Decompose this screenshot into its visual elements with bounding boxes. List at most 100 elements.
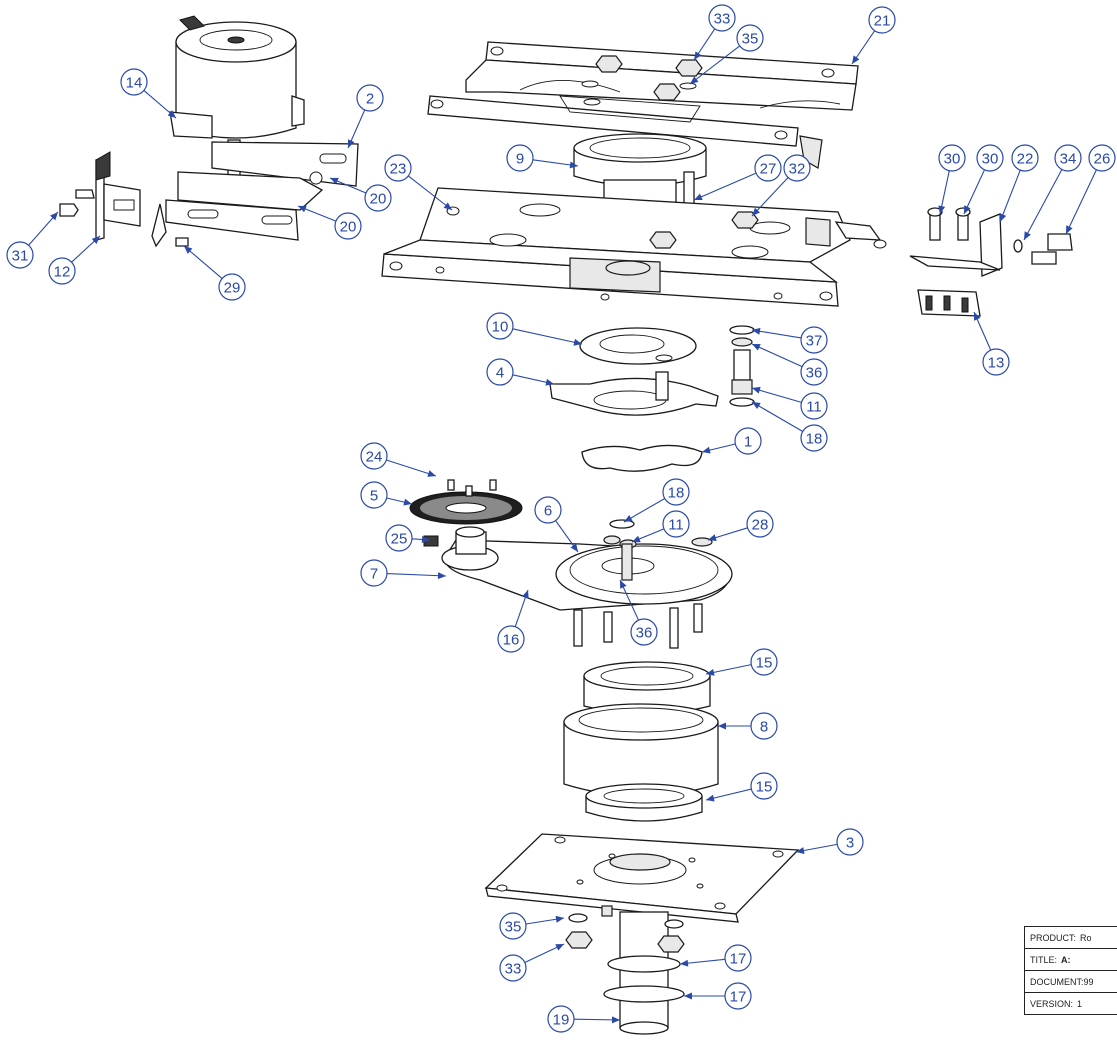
- balloon-label: 33: [505, 961, 522, 978]
- balloon-label: 3: [846, 835, 854, 852]
- leader-line: [407, 175, 453, 211]
- leader-arrowhead: [555, 915, 564, 923]
- leader-arrowhead: [708, 534, 717, 541]
- main-plate-part: [381, 187, 887, 307]
- version-value: 1: [1077, 998, 1083, 1009]
- balloon-28: 28: [746, 510, 774, 538]
- balloon-9: 9: [506, 144, 534, 172]
- nut-group-top: [581, 55, 703, 106]
- balloon-15: 15: [750, 772, 778, 800]
- balloon-label: 20: [370, 191, 387, 208]
- balloon-label: 28: [752, 517, 769, 534]
- leader-arrowhead: [690, 76, 699, 84]
- balloon-17: 17: [724, 982, 752, 1010]
- leader-arrowhead: [330, 177, 339, 185]
- leader-line: [386, 459, 437, 477]
- balloon-label: 27: [760, 161, 777, 178]
- balloon-label: 30: [944, 151, 961, 168]
- balloon-label: 20: [340, 219, 357, 236]
- balloon-32: 32: [783, 154, 811, 182]
- balloon-2: 2: [356, 84, 384, 112]
- leader-arrowhead: [964, 205, 971, 214]
- title-block-document-row: DOCUMENT: 99: [1025, 971, 1117, 993]
- version-label: VERSION:: [1030, 998, 1074, 1009]
- switch-bracket-part: [909, 207, 1073, 317]
- balloon-10: 10: [486, 312, 514, 340]
- leader-arrowhead: [570, 543, 578, 552]
- housing-8-part: [563, 703, 719, 797]
- balloon-label: 7: [370, 566, 378, 583]
- balloon-24: 24: [360, 442, 388, 470]
- leader-arrowhead: [752, 207, 761, 216]
- balloon-label: 15: [756, 779, 773, 796]
- balloon-label: 18: [668, 485, 685, 502]
- leader-arrowhead: [298, 205, 307, 213]
- balloon-35: 35: [736, 24, 764, 52]
- title-value: A:: [1061, 954, 1071, 965]
- balloon-label: 2: [366, 91, 374, 108]
- leader-arrowhead: [624, 514, 633, 522]
- leader-line: [689, 45, 741, 85]
- leader-arrowhead: [348, 139, 355, 148]
- balloon-30: 30: [976, 144, 1004, 172]
- leader-line: [751, 177, 789, 217]
- document-value: 99: [1083, 976, 1094, 987]
- balloon-label: 26: [1094, 151, 1111, 168]
- leader-arrowhead: [437, 572, 446, 580]
- balloon-36: 36: [630, 618, 658, 646]
- balloon-label: 37: [806, 333, 823, 350]
- balloon-label: 9: [516, 151, 524, 168]
- balloon-label: 30: [982, 151, 999, 168]
- balloon-label: 18: [806, 431, 823, 448]
- leader-line: [751, 329, 802, 339]
- balloon-label: 5: [370, 488, 378, 505]
- balloon-label: 36: [636, 625, 653, 642]
- leader-arrowhead: [796, 847, 805, 854]
- balloon-21: 21: [868, 6, 896, 34]
- balloon-label: 19: [553, 1012, 570, 1029]
- balloon-15: 15: [750, 648, 778, 676]
- leader-arrowhead: [752, 344, 761, 351]
- leader-arrowhead: [752, 402, 761, 410]
- base-plate-part: [484, 833, 800, 923]
- balloon-label: 4: [496, 365, 504, 382]
- balloon-11: 11: [800, 392, 828, 420]
- leader-line: [1023, 169, 1063, 241]
- balloon-33: 33: [499, 954, 527, 982]
- leader-arrowhead: [1024, 231, 1031, 240]
- title-block: PRODUCT: Ro TITLE: A: DOCUMENT: 99 VERSI…: [1024, 926, 1117, 1015]
- balloon-14: 14: [120, 68, 148, 96]
- product-label: PRODUCT:: [1030, 932, 1077, 943]
- balloon-11: 11: [662, 510, 690, 538]
- balloon-34: 34: [1054, 144, 1082, 172]
- belt-pulley-part: [423, 519, 733, 649]
- leader-arrowhead: [852, 55, 860, 64]
- balloon-label: 14: [126, 75, 143, 92]
- leader-arrowhead: [718, 722, 726, 730]
- balloon-13: 13: [982, 348, 1010, 376]
- balloon-26: 26: [1088, 144, 1116, 172]
- leader-arrowhead: [694, 51, 702, 60]
- balloon-7: 7: [360, 559, 388, 587]
- leader-line: [1065, 169, 1097, 235]
- balloon-label: 24: [366, 449, 383, 466]
- balloon-23: 23: [384, 154, 412, 182]
- balloon-label: 23: [390, 161, 407, 178]
- balloon-20: 20: [334, 212, 362, 240]
- spacer-stack-part: [729, 325, 755, 407]
- balloon-label: 16: [503, 632, 520, 649]
- balloon-label: 10: [492, 319, 509, 336]
- balloon-label: 31: [12, 248, 29, 265]
- leader-arrowhead: [1066, 225, 1073, 234]
- screw-part-29: [175, 237, 189, 247]
- leader-arrowhead: [91, 236, 100, 244]
- balloon-35: 35: [499, 912, 527, 940]
- leader-arrowhead: [632, 535, 641, 543]
- leader-arrowhead: [555, 944, 564, 951]
- balloon-8: 8: [750, 712, 778, 740]
- leader-arrowhead: [427, 470, 436, 477]
- leader-arrowhead: [620, 580, 627, 589]
- sensor-part: [59, 151, 141, 241]
- balloon-label: 15: [756, 655, 773, 672]
